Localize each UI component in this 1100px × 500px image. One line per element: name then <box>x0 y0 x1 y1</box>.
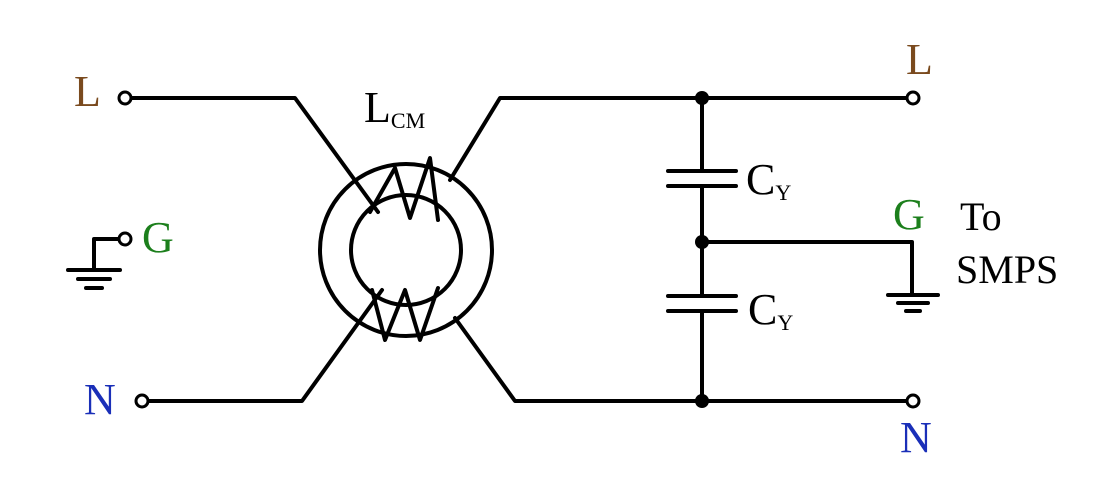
label-input-ground: G <box>142 213 174 262</box>
label-input-neutral: N <box>84 375 116 424</box>
input-ground-wire <box>92 237 120 272</box>
choke-winding-bottom <box>370 286 440 342</box>
choke-core-inner <box>349 193 463 307</box>
label-cap-bottom-main: C <box>748 285 777 334</box>
choke-core-outer <box>318 162 494 338</box>
output-ground-wire <box>700 240 914 297</box>
label-cap-bottom: CY <box>748 285 793 335</box>
label-cap-top-main: C <box>746 155 775 204</box>
label-destination-smps: SMPS <box>956 247 1058 292</box>
label-output-line: L <box>906 35 933 84</box>
terminal-in-ground <box>117 231 133 247</box>
terminal-in-line <box>117 90 133 106</box>
label-output-ground: G <box>893 190 925 239</box>
junction-dot-ground <box>695 235 709 249</box>
output-line-wire <box>448 96 908 182</box>
junction-dot-line <box>695 91 709 105</box>
label-choke-main: L <box>364 83 391 132</box>
choke-winding-top <box>368 156 440 222</box>
terminal-out-line <box>905 90 921 106</box>
terminal-out-neutral <box>905 393 921 409</box>
input-neutral-wire <box>146 288 384 403</box>
label-output-neutral: N <box>900 413 932 462</box>
label-choke-sub: CM <box>391 108 425 133</box>
junction-dot-neutral <box>695 394 709 408</box>
label-cap-bottom-sub: Y <box>777 310 793 335</box>
output-neutral-wire <box>453 316 908 403</box>
terminal-in-neutral <box>134 393 150 409</box>
label-cap-top-sub: Y <box>775 180 791 205</box>
label-cap-top: CY <box>746 155 791 205</box>
label-input-line: L <box>74 67 101 116</box>
label-choke: LCM <box>364 83 425 133</box>
label-destination-to: To <box>960 194 1002 239</box>
input-line-wire <box>129 96 380 214</box>
